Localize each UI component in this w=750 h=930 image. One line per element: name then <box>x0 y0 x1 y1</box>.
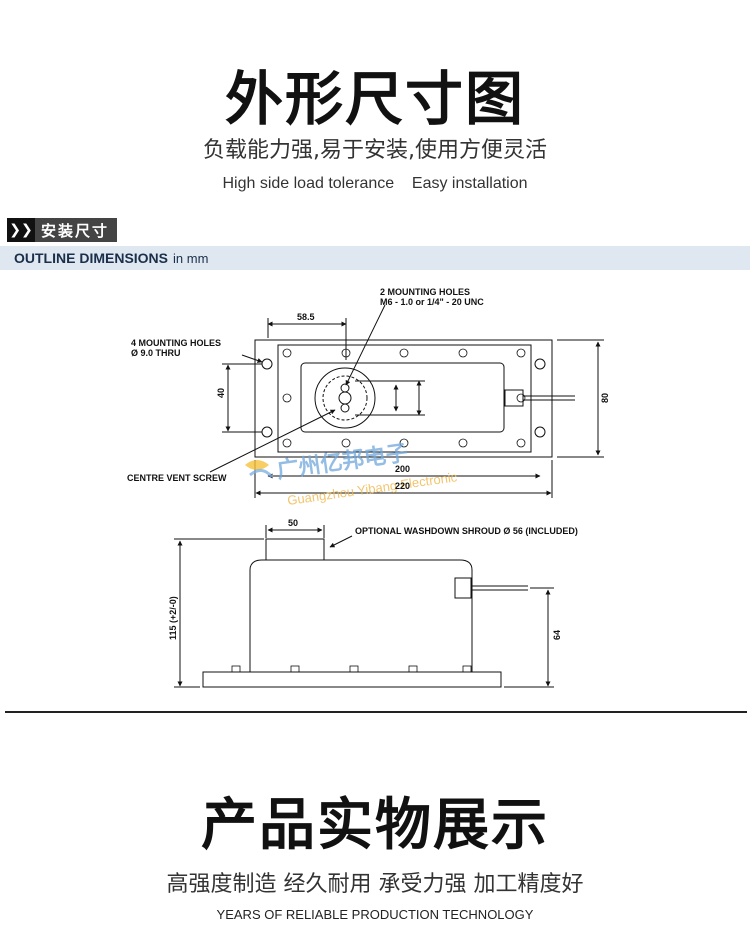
showcase-subtitle-english: YEARS OF RELIABLE PRODUCTION TECHNOLOGY <box>216 907 534 922</box>
washdown-shroud-label: OPTIONAL WASHDOWN SHROUD Ø 56 (INCLUDED) <box>355 526 578 536</box>
outline-dimensions-title: OUTLINE DIMENSIONS <box>14 250 169 266</box>
section-tag: ❯❯ 安装尺寸 <box>7 218 118 242</box>
dim-40: 40 <box>216 388 226 398</box>
section-divider <box>5 711 747 713</box>
load-button <box>314 367 376 429</box>
units-label: in mm <box>173 250 209 266</box>
side-base-plate <box>202 671 502 688</box>
dim-115: 115 (+2/-0) <box>168 596 178 640</box>
washdown-shroud <box>265 538 325 561</box>
base-plate-outline <box>254 339 553 458</box>
watermark-logo-icon <box>245 460 269 470</box>
mount-holes-top-label-1: 2 MOUNTING HOLES <box>380 287 470 297</box>
chevron-icon: ❯❯ <box>7 218 35 242</box>
subtitle-chinese: 负载能力强,易于安装,使用方便灵活 <box>203 138 547 163</box>
dim-220: 220 <box>395 481 410 491</box>
dim-80: 80 <box>600 393 610 403</box>
mounting-hole <box>534 426 546 438</box>
mount-holes-left-label-2: Ø 9.0 THRU <box>131 348 181 358</box>
side-view <box>174 525 554 688</box>
dim-50: 50 <box>288 518 298 528</box>
mount-holes-left-label-1: 4 MOUNTING HOLES <box>131 338 221 348</box>
page-title: 外形尺寸图 <box>224 65 525 133</box>
mounting-hole <box>261 426 273 438</box>
subtitle-english: High side load tolerance Easy installati… <box>222 175 528 192</box>
watermark: 广州亿邦电子 Guangzhou Yibang Electronic <box>245 440 459 508</box>
mount-holes-top-label-2: M6 - 1.0 or 1/4" - 20 UNC <box>380 297 484 307</box>
centre-vent-screw-label: CENTRE VENT SCREW <box>127 473 227 483</box>
top-view <box>209 304 604 498</box>
dim-64: 64 <box>552 630 562 640</box>
mounting-hole <box>534 358 546 370</box>
dim-58-5: 58.5 <box>297 312 315 322</box>
section-tag-label: 安装尺寸 <box>35 218 118 242</box>
showcase-subtitle-chinese: 高强度制造 经久耐用 承受力强 加工精度好 <box>166 872 584 897</box>
dim-200: 200 <box>395 464 410 474</box>
outline-drawing: 广州亿邦电子 Guangzhou Yibang Electronic 2 MOU… <box>127 287 610 688</box>
product-showcase-title: 产品实物展示 <box>201 793 549 858</box>
outline-dimensions-bar: OUTLINE DIMENSIONS in mm <box>0 246 750 270</box>
mounting-hole <box>261 358 273 370</box>
